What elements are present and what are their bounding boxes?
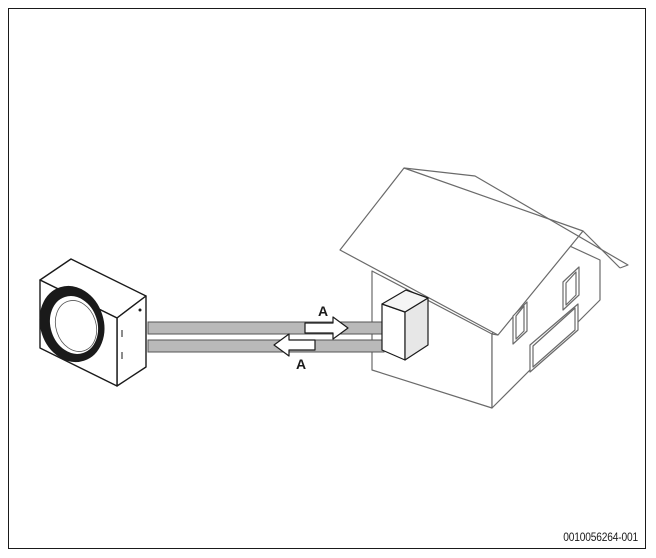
flow-arrows (273, 316, 349, 357)
indoor-unit-front (381, 303, 406, 361)
fan-grille-icon (39, 285, 105, 363)
return-flow-label: A (296, 356, 306, 372)
return-arrow-icon (273, 333, 316, 357)
house-roof-edge (403, 167, 629, 269)
indoor-unit-top (381, 289, 429, 313)
figure-reference-code: 0010056264-001 (563, 530, 638, 544)
indoor-unit (381, 289, 429, 361)
return-pipe (147, 339, 385, 353)
supply-flow-label: A (318, 303, 328, 319)
supply-arrow-icon (304, 316, 349, 340)
window-3 (529, 303, 579, 373)
pipes (147, 321, 385, 353)
outdoor-unit (39, 258, 147, 387)
window-2 (562, 266, 580, 311)
house (339, 167, 629, 409)
